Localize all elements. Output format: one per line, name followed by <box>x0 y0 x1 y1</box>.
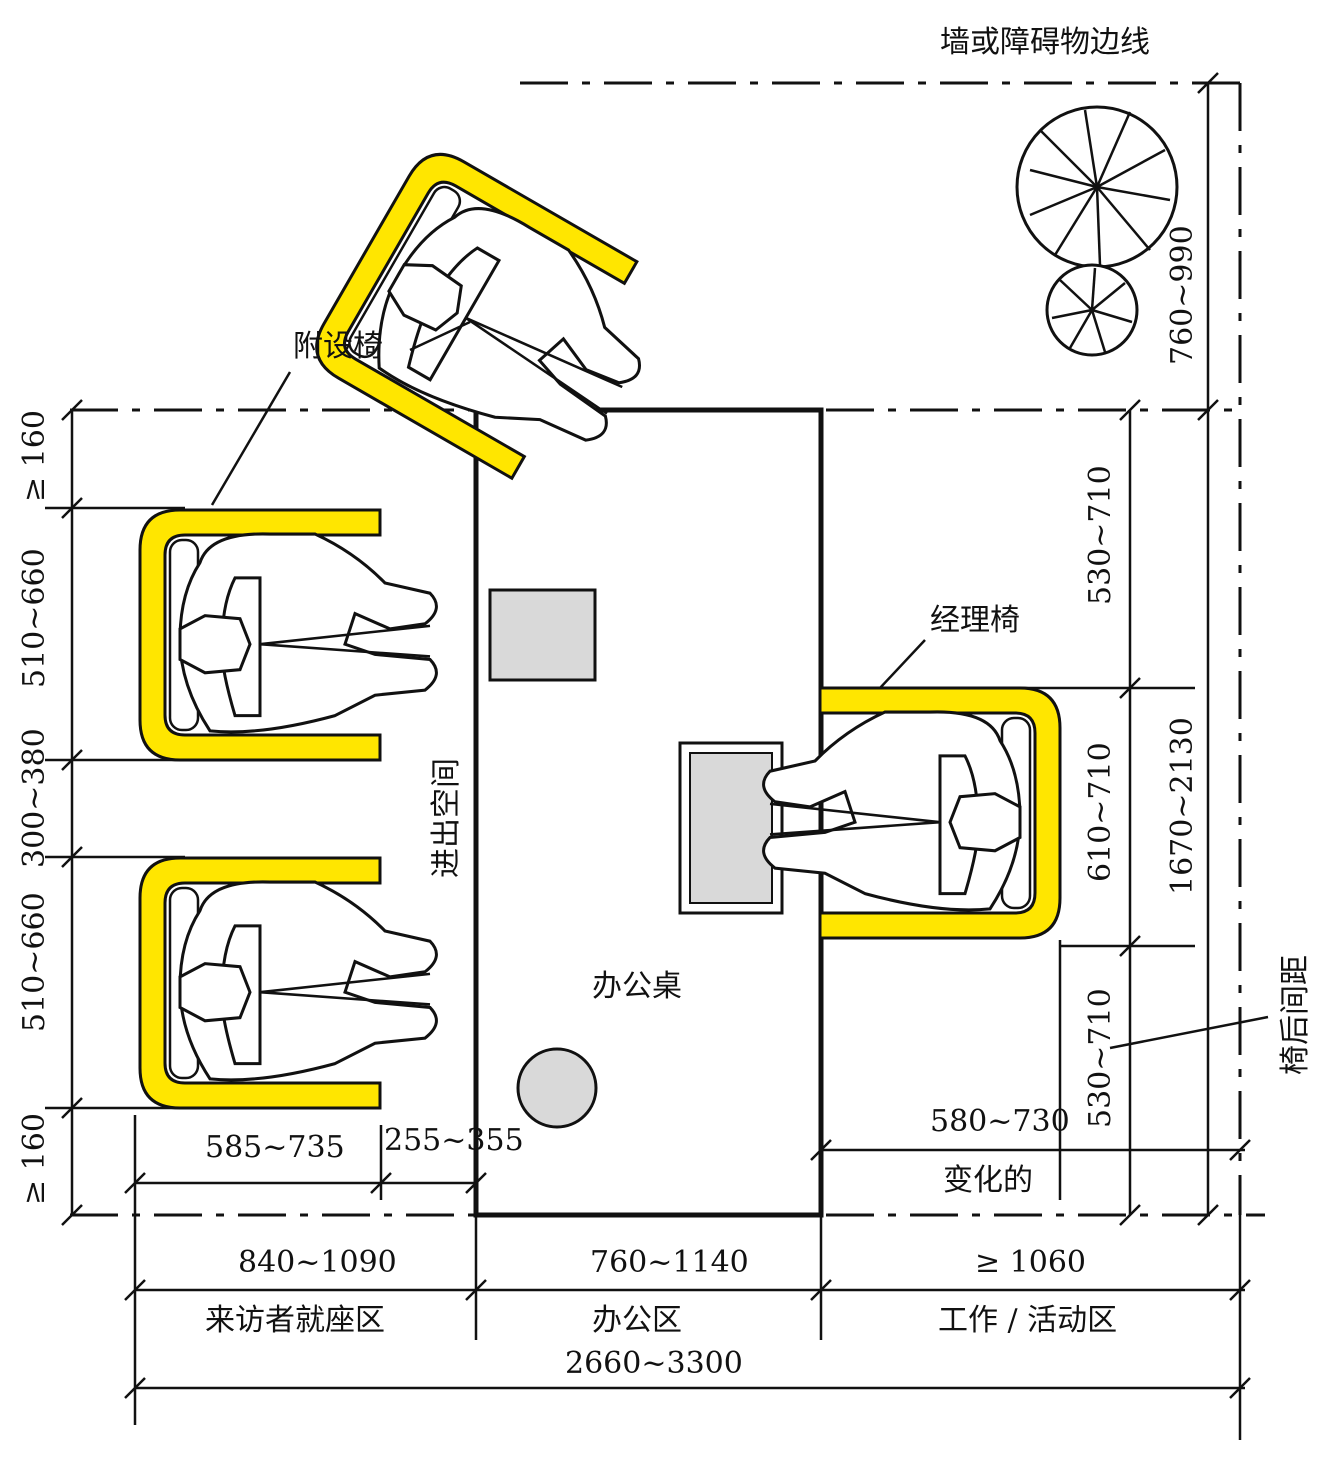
desk-label: 办公桌 <box>592 969 682 1004</box>
variable-label: 变化的 <box>943 1163 1033 1198</box>
left-dim-ticks <box>61 399 83 1226</box>
access-space-label: 进出空间 <box>429 758 464 878</box>
dim-right-upper: 530~710 <box>1083 465 1118 605</box>
dim-bottom-visitor: 840~1090 <box>238 1245 397 1280</box>
side-chair-leader-left <box>210 371 292 506</box>
dim-left-top: ≥ 160 <box>17 410 52 502</box>
dim-total-width: 2660~3300 <box>565 1346 743 1381</box>
dim-left-gap: 300~380 <box>17 728 52 868</box>
desk-round-object <box>516 1047 598 1129</box>
manager-chair-label: 经理椅 <box>930 603 1020 638</box>
dim-left-seat1: 510~660 <box>17 548 52 688</box>
chair-back-gap-leader <box>1109 1015 1269 1050</box>
dim-right-top: 760~990 <box>1165 225 1200 365</box>
zone-work: 工作 / 活动区 <box>938 1303 1117 1338</box>
side-chair-label: 附设椅 <box>293 329 383 364</box>
desk <box>473 407 824 1218</box>
desk-square-object <box>488 588 597 682</box>
dim-right-total: 1670~2130 <box>1165 717 1200 895</box>
plant-large <box>1015 105 1179 269</box>
dim-right-lower: 530~710 <box>1083 988 1118 1128</box>
dim-left-bottom: ≥ 160 <box>17 1113 52 1205</box>
dim-visitor-gap: 255~355 <box>384 1123 524 1158</box>
monitor-screen <box>689 752 773 904</box>
side-chair-top <box>302 140 676 484</box>
dim-left-seat2: 510~660 <box>17 892 52 1032</box>
visitor-chair-lower <box>138 856 438 1110</box>
dim-work-gap: 580~730 <box>930 1104 1070 1139</box>
dim-right-chair: 610~710 <box>1083 742 1118 882</box>
manager-chair-leader <box>879 639 926 689</box>
side-chair-leader-top <box>409 320 471 352</box>
visitor-chair-upper <box>138 508 438 762</box>
wall-edge-label: 墙或障碍物边线 <box>940 25 1150 60</box>
zone-visitor: 来访者就座区 <box>205 1303 385 1338</box>
dim-bottom-work: ≥ 1060 <box>975 1245 1086 1280</box>
plant-small <box>1045 263 1139 357</box>
chair-back-gap-label: 椅后间距 <box>1278 955 1313 1075</box>
dim-bottom-desk: 760~1140 <box>590 1245 749 1280</box>
dim-chair-depth: 585~735 <box>205 1130 345 1165</box>
manager-chair <box>762 686 1062 940</box>
zone-office: 办公区 <box>592 1303 682 1338</box>
